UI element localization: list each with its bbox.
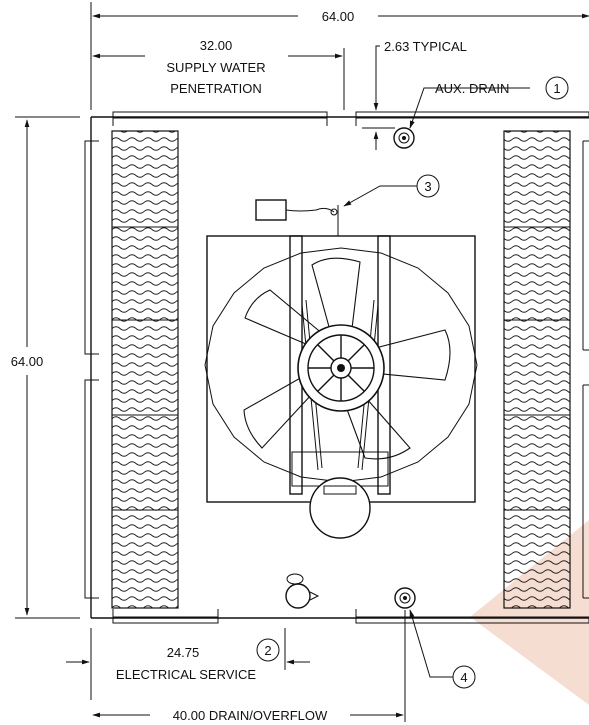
callout-2: 2 [256, 638, 280, 662]
right-media-pad [503, 130, 571, 609]
callout-1-number: 1 [553, 81, 560, 96]
drain-overflow-label: 40.00 DRAIN/OVERFLOW [173, 708, 328, 723]
supply-water-label-1: SUPPLY WATER [166, 60, 265, 75]
supply-water-label-2: PENETRATION [170, 81, 262, 96]
supply-water-value: 32.00 [200, 38, 233, 53]
callout-3: 3 [343, 174, 440, 207]
dimension-overall-height: 64.00 [11, 116, 80, 619]
callout-3-number: 3 [424, 179, 431, 194]
electrical-label: ELECTRICAL SERVICE [116, 667, 256, 682]
fan-sheave [297, 324, 385, 412]
float-valve [285, 573, 320, 609]
unit-outline [84, 111, 589, 624]
dimension-typical: 2.63 TYPICAL [362, 39, 467, 150]
typical-spacing-label: 2.63 TYPICAL [384, 39, 467, 54]
motor [309, 477, 371, 539]
overall-width-label: 64.00 [322, 9, 355, 24]
callout-2-number: 2 [264, 643, 271, 658]
callout-1: AUX. DRAIN 1 [409, 76, 569, 129]
callout-4: 4 [409, 609, 476, 689]
callout-4-number: 4 [460, 670, 467, 685]
dimension-drain-overflow: 40.00 DRAIN/OVERFLOW [92, 610, 406, 723]
control-box [255, 199, 339, 236]
drain-overflow-fitting [394, 587, 416, 609]
aux-drain-label: AUX. DRAIN [435, 81, 509, 96]
overall-height-label: 64.00 [11, 354, 44, 369]
dimension-overall-width: 64.00 [90, 2, 589, 110]
dimension-supply-water: 32.00 SUPPLY WATER PENETRATION [92, 38, 345, 110]
left-media-pad [111, 130, 179, 609]
aux-drain-fitting [393, 127, 415, 149]
dimension-electrical: 24.75 ELECTRICAL SERVICE [66, 628, 310, 700]
electrical-value: 24.75 [167, 645, 200, 660]
